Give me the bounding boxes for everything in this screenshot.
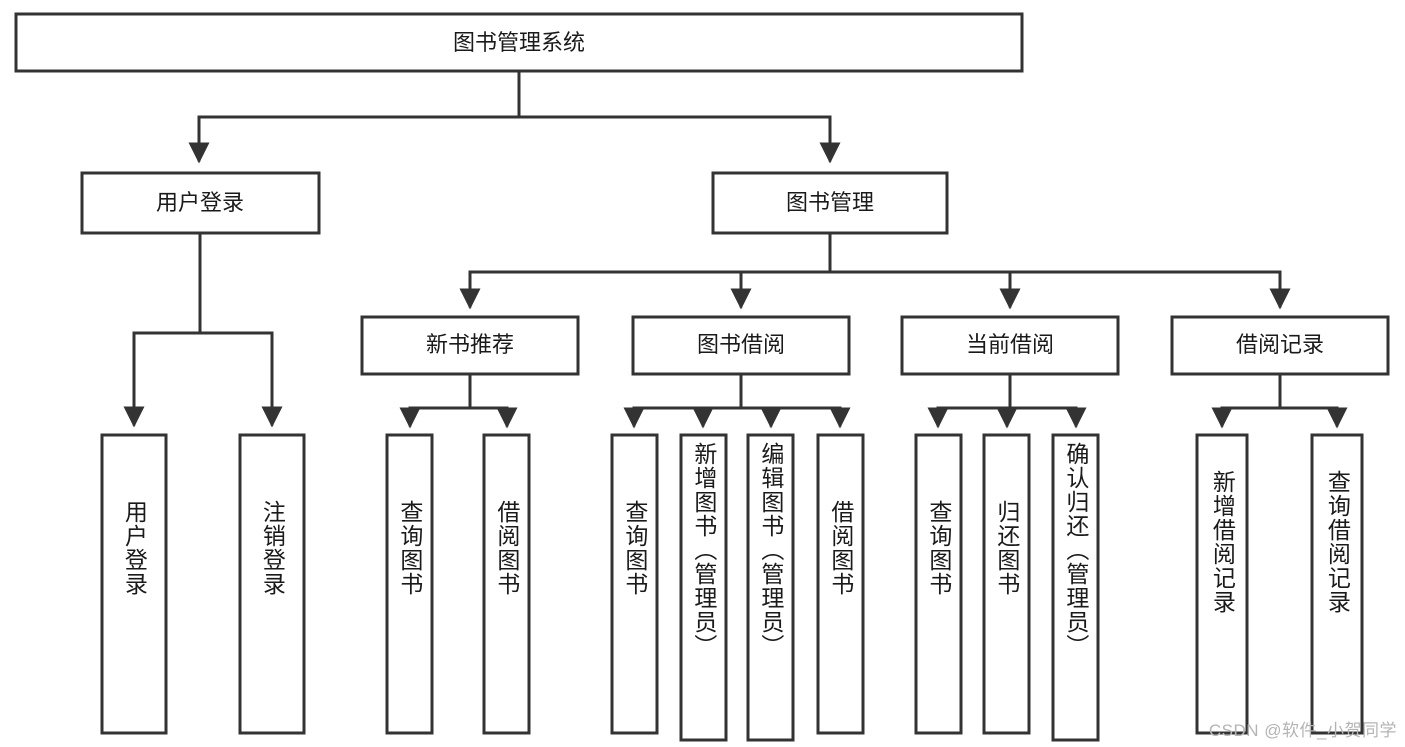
- node-cb-query-book[interactable]: [914, 433, 963, 735]
- node-bb-borrow-book-box: [816, 433, 865, 735]
- node-new-book-recommend[interactable]: 新书推荐: [360, 315, 580, 376]
- node-bb-edit-book[interactable]: [746, 433, 795, 742]
- node-borrow-record-label: 借阅记录: [1236, 332, 1324, 357]
- node-bb-query-book-box: [610, 433, 659, 735]
- node-new-book-recommend-label: 新书推荐: [426, 332, 514, 357]
- node-nbr-query-book[interactable]: [385, 433, 434, 735]
- node-book-manage-label: 图书管理: [786, 190, 874, 215]
- edge-new-book-recommend-branch: [399, 372, 518, 429]
- node-cb-confirm-return[interactable]: [1051, 433, 1100, 742]
- node-root-label: 图书管理系统: [453, 30, 585, 55]
- node-current-borrow[interactable]: 当前借阅: [900, 315, 1120, 376]
- node-br-query-record[interactable]: [1310, 433, 1364, 735]
- edge-book-manage-branch: [459, 231, 1291, 310]
- node-root[interactable]: 图书管理系统: [14, 12, 1024, 73]
- node-nbr-query-book-box: [385, 433, 434, 735]
- node-book-borrow[interactable]: 图书借阅: [631, 315, 851, 376]
- node-root-box: [14, 12, 1024, 73]
- node-bb-edit-book-box: [746, 433, 795, 742]
- edge-current-borrow-branch: [927, 372, 1087, 429]
- node-current-borrow-box: [900, 315, 1120, 376]
- node-user-logout-box: [238, 433, 306, 735]
- node-borrow-record[interactable]: 借阅记录: [1170, 315, 1390, 376]
- edge-user-login-branch: [123, 231, 283, 428]
- node-current-borrow-label: 当前借阅: [966, 332, 1054, 357]
- node-cb-return-book-box: [982, 433, 1031, 735]
- node-nbr-borrow-book[interactable]: [482, 433, 531, 735]
- edge-book-borrow-branch: [623, 372, 851, 429]
- node-user-logout[interactable]: [238, 433, 306, 735]
- node-nbr-borrow-book-box: [482, 433, 531, 735]
- node-new-book-recommend-box: [360, 315, 580, 376]
- edge-borrow-record-branch: [1211, 372, 1348, 429]
- node-cb-query-book-box: [914, 433, 963, 735]
- node-user-login-box: [80, 171, 321, 235]
- node-cb-confirm-return-box: [1051, 433, 1100, 742]
- edge-root-to-bus: [188, 69, 841, 164]
- node-user-login-do-box: [100, 433, 168, 735]
- node-br-add-record-box: [1195, 433, 1249, 735]
- node-bb-borrow-book[interactable]: [816, 433, 865, 735]
- node-br-query-record-box: [1310, 433, 1364, 735]
- node-cb-return-book[interactable]: [982, 433, 1031, 735]
- node-bb-add-book-box: [679, 433, 728, 742]
- node-user-login[interactable]: 用户登录: [80, 171, 321, 235]
- node-bb-add-book[interactable]: [679, 433, 728, 742]
- node-br-add-record[interactable]: [1195, 433, 1249, 735]
- csdn-watermark: CSDN @软件_小贺同学: [1208, 721, 1397, 740]
- node-book-manage[interactable]: 图书管理: [711, 171, 949, 235]
- node-user-login-label: 用户登录: [156, 190, 244, 215]
- node-book-borrow-label: 图书借阅: [697, 332, 785, 357]
- node-user-login-do[interactable]: [100, 433, 168, 735]
- node-bb-query-book[interactable]: [610, 433, 659, 735]
